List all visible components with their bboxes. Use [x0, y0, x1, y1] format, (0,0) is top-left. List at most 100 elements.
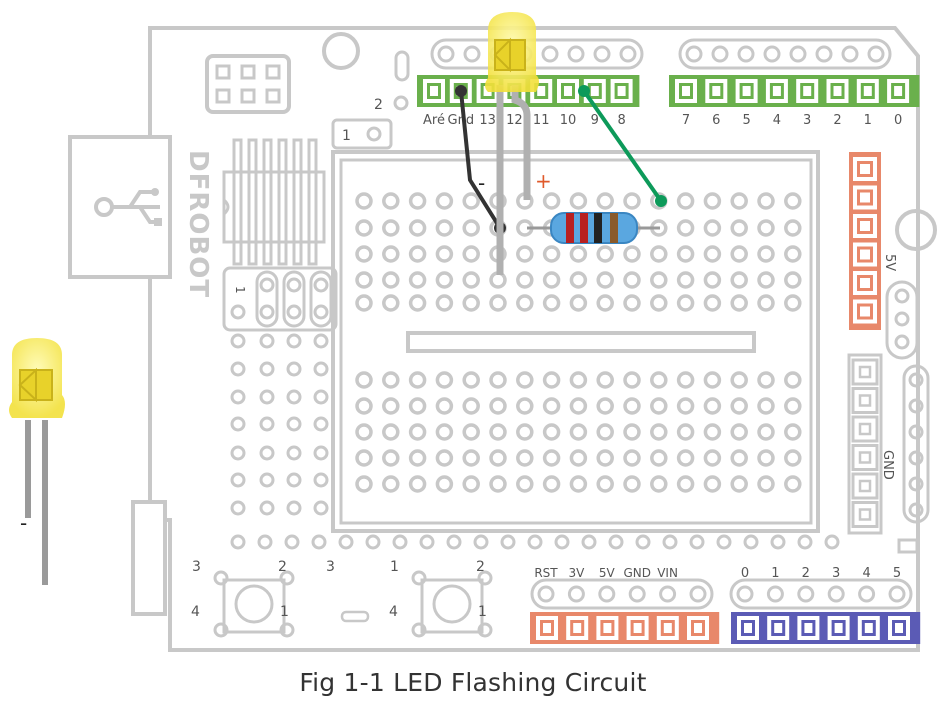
breadboard-hole	[757, 245, 775, 263]
breadboard-hole	[569, 397, 588, 415]
breadboard-hole	[542, 271, 561, 289]
breadboard-hole	[489, 449, 507, 467]
power-jack	[131, 500, 167, 616]
brand-logo: DFROBOT	[183, 150, 213, 298]
bottom-hole	[554, 534, 570, 550]
header-pin	[851, 358, 879, 386]
breadboard-hole	[623, 475, 641, 493]
breadboard-hole	[757, 423, 775, 441]
right-oval-strip	[902, 364, 930, 524]
bottom-hole	[230, 534, 246, 550]
power-pin-label: 3V	[568, 566, 585, 580]
breadboard-hole	[462, 294, 480, 312]
breadboard-hole	[355, 449, 373, 467]
proto-hole	[313, 416, 329, 432]
proto-hole	[230, 361, 246, 377]
breadboard-hole	[408, 371, 427, 389]
proto-hole	[230, 500, 246, 516]
breadboard-hole	[757, 294, 775, 312]
breadboard-hole	[516, 475, 534, 493]
breadboard-hole	[703, 371, 722, 389]
breadboard-hole	[542, 423, 561, 441]
breadboard-hole	[623, 423, 641, 441]
button-pin-label: 2	[476, 559, 485, 575]
icsp-header	[205, 54, 291, 114]
bottom-hole	[284, 534, 300, 550]
header-pin	[851, 472, 879, 500]
header-pin	[851, 501, 879, 528]
breadboard-hole	[623, 192, 641, 210]
bottom-hole	[608, 534, 624, 550]
breadboard-hole	[516, 449, 534, 467]
button-pin-label: 4	[389, 604, 398, 620]
breadboard-hole	[757, 475, 775, 493]
breadboard-hole	[542, 371, 561, 389]
digital-pin-label: 12	[506, 113, 523, 128]
breadboard-hole	[516, 245, 534, 263]
breadboard-hole	[408, 423, 427, 441]
digital-pin-label: 3	[803, 113, 811, 128]
breadboard-hole	[462, 423, 480, 441]
breadboard-hole	[355, 294, 373, 312]
digital-pin-label: 8	[617, 113, 625, 128]
breadboard-hole	[435, 449, 454, 467]
analog-pin-label: 4	[862, 566, 870, 581]
breadboard-hole	[676, 219, 695, 237]
breadboard-hole	[516, 397, 534, 415]
digital-pin-label: 9	[591, 113, 599, 128]
bottom-hole	[635, 534, 651, 550]
bottom-hole	[662, 534, 678, 550]
led-on-board: - +	[478, 12, 552, 275]
ic-chip	[222, 138, 326, 266]
breadboard-hole	[757, 397, 775, 415]
breadboard-hole	[408, 271, 427, 289]
breadboard-hole	[676, 245, 695, 263]
breadboard-hole	[703, 423, 722, 441]
breadboard-center-channel	[406, 331, 756, 353]
mounting-hole	[322, 32, 360, 70]
breadboard-hole	[623, 397, 641, 415]
breadboard-hole	[784, 271, 802, 289]
breadboard-hole	[730, 449, 748, 467]
breadboard-hole	[569, 192, 588, 210]
breadboard-hole	[784, 192, 802, 210]
breadboard-hole	[784, 294, 802, 312]
breadboard-hole	[355, 192, 373, 210]
breadboard-inner	[339, 158, 813, 525]
breadboard-hole	[435, 219, 454, 237]
proto-hole	[259, 333, 275, 349]
proto-hole	[286, 445, 302, 461]
breadboard-hole	[623, 271, 641, 289]
breadboard-hole	[569, 294, 588, 312]
breadboard-hole	[462, 475, 480, 493]
breadboard-hole	[435, 423, 454, 441]
breadboard-hole	[703, 192, 722, 210]
breadboard-hole	[730, 294, 748, 312]
breadboard-hole	[462, 192, 480, 210]
bottom-hole	[770, 534, 786, 550]
digital-pin-label: 5	[742, 113, 750, 128]
breadboard-hole	[489, 397, 507, 415]
breadboard-hole	[435, 294, 454, 312]
breadboard-hole	[676, 371, 695, 389]
breadboard-hole	[703, 294, 722, 312]
breadboard-hole	[650, 245, 668, 263]
breadboard-hole	[462, 371, 480, 389]
breadboard-hole	[382, 423, 400, 441]
digital-pin-label: Gnd	[448, 113, 475, 128]
digital-pin-label: 10	[560, 113, 577, 128]
breadboard-hole	[757, 192, 775, 210]
breadboard-hole	[542, 245, 561, 263]
breadboard-hole	[676, 294, 695, 312]
breadboard-hole	[435, 397, 454, 415]
mounting-hole	[895, 209, 937, 251]
header-pin	[851, 387, 879, 414]
breadboard-hole	[784, 371, 802, 389]
proto-hole	[259, 361, 275, 377]
proto-hole	[313, 304, 329, 320]
proto-hole	[259, 416, 275, 432]
breadboard-hole	[542, 449, 561, 467]
breadboard-hole	[784, 423, 802, 441]
